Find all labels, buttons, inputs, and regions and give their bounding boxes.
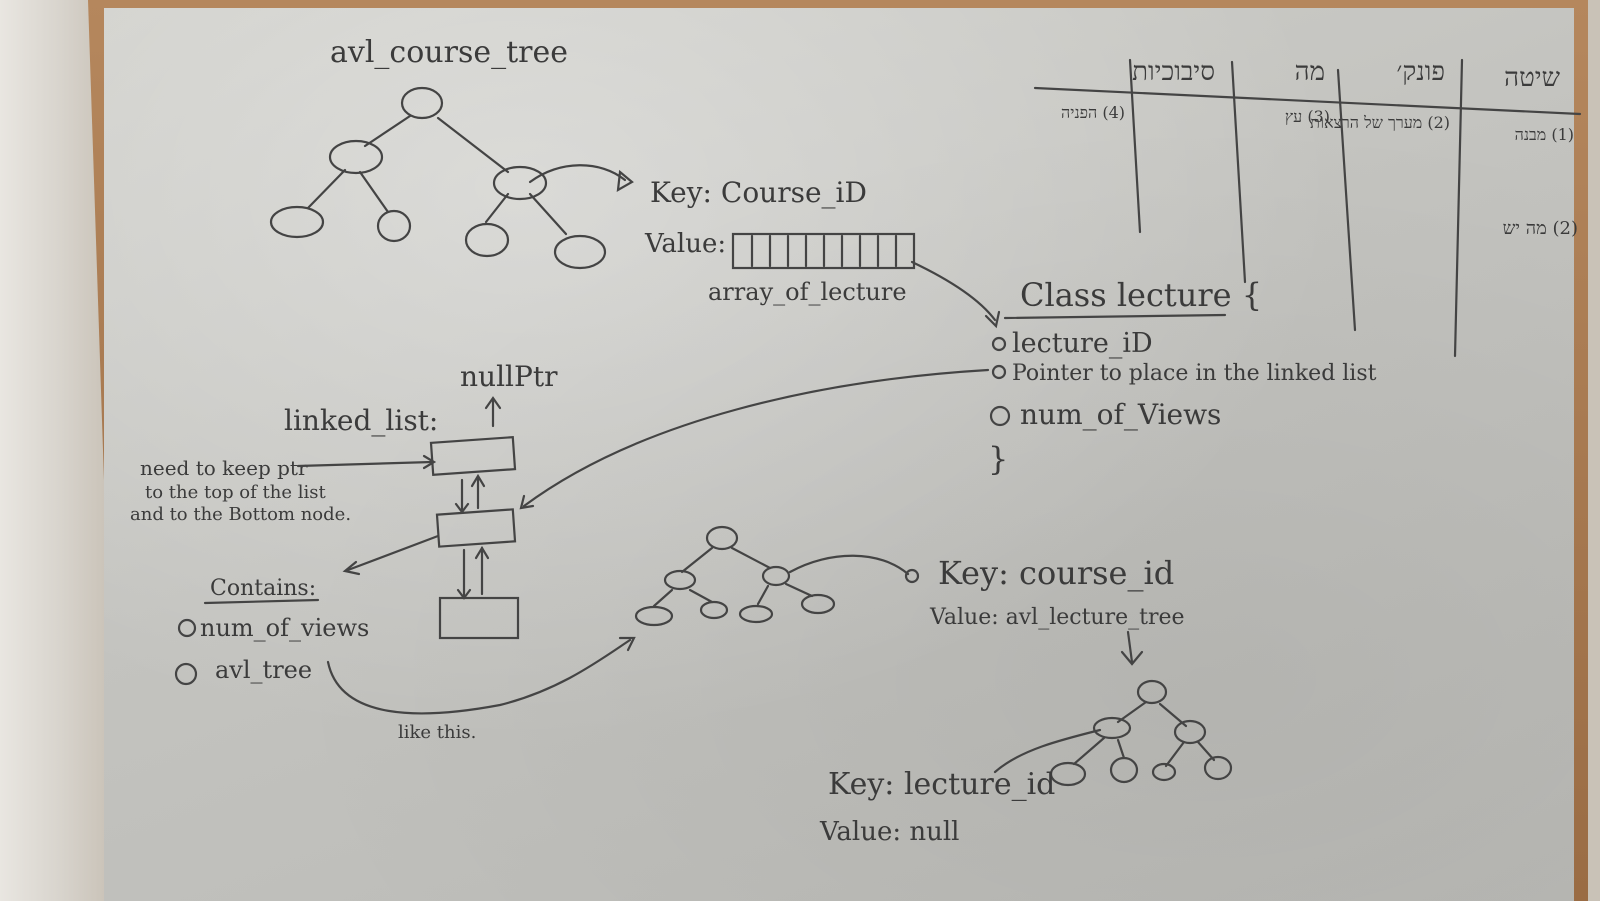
- lecture-field: Pointer to place in the linked list: [1012, 361, 1377, 386]
- tree-node: [1109, 756, 1139, 784]
- lecture-avl-tree: Key: lecture_id Value: null: [819, 679, 1233, 847]
- bullet-icon: [174, 662, 198, 686]
- array-label: array_of_lecture: [708, 278, 907, 306]
- contains-label: Contains:: [210, 576, 316, 601]
- linked-list-note: and to the Bottom node.: [130, 504, 351, 525]
- linked-list-note: need to keep ptr: [140, 456, 308, 480]
- tree-node: [738, 604, 774, 624]
- tree-node: [1203, 755, 1233, 781]
- tree-node: [663, 569, 697, 591]
- tree-node: [634, 605, 674, 627]
- tree-node: [761, 565, 791, 587]
- linked-list-title: linked_list:: [284, 404, 438, 437]
- views-value-label: Value: avl_lecture_tree: [929, 605, 1185, 630]
- linked-list-note: to the top of the list: [145, 482, 326, 503]
- tree-node: [1136, 679, 1168, 705]
- bullet-icon: [989, 405, 1011, 427]
- table-cell: (1) מבנה: [1515, 125, 1574, 144]
- lecture-class-close: }: [988, 440, 1008, 478]
- list-node: [438, 596, 520, 640]
- table-cell: (2) מערך של הרצאות: [1310, 113, 1450, 132]
- tree-node: [464, 222, 510, 258]
- like-this-label: like this.: [398, 722, 476, 743]
- lecture-field: num_of_Views: [1020, 398, 1221, 431]
- bullet-icon: [991, 336, 1007, 352]
- lecture-key-label: Key: lecture_id: [828, 767, 1055, 802]
- table-header: מה: [1295, 57, 1325, 87]
- table-header: פונק׳: [1396, 57, 1445, 87]
- course-value-label: Value:: [644, 229, 726, 259]
- views-key-label: Key: course_id: [938, 554, 1174, 592]
- tree-node: [1151, 762, 1177, 782]
- contains-item: num_of_views: [200, 614, 369, 642]
- table-header: שיטה: [1504, 63, 1560, 93]
- table-cell: (3) עץ: [1285, 107, 1330, 126]
- course-key-label: Key: Course_iD: [650, 176, 867, 209]
- tree-node: [800, 593, 836, 615]
- contains-item: avl_tree: [215, 656, 312, 684]
- avl-course-tree: avl_course_tree: [269, 35, 634, 270]
- avl-course-tree-title: avl_course_tree: [330, 35, 568, 70]
- array-cells: [750, 234, 898, 268]
- views-avl-tree: Key: course_id Value: avl_lecture_tree: [634, 525, 1185, 666]
- lecture-value-label: Value: null: [819, 817, 959, 847]
- list-node: [429, 436, 517, 476]
- bullet-icon: [991, 364, 1007, 380]
- tree-node: [492, 165, 548, 201]
- tree-node: [699, 600, 729, 620]
- table-header: סיבוכיות: [1132, 57, 1215, 87]
- whiteboard-surface: [104, 8, 1574, 901]
- lecture-class: Class lecture { lecture_iD Pointer to pl…: [988, 276, 1377, 478]
- linked-list: linked_list: nullPtr need to keep ptr to…: [130, 360, 990, 743]
- tree-node: [328, 139, 384, 175]
- lecture-array: [731, 232, 916, 270]
- tree-node: [705, 525, 739, 551]
- tree-node: [269, 205, 325, 239]
- tree-node: [1049, 761, 1087, 787]
- tree-node: [553, 234, 607, 270]
- tree-node: [1092, 716, 1132, 740]
- bullet-icon: [177, 618, 197, 638]
- tree-node: [376, 209, 412, 243]
- lecture-class-header: Class lecture {: [1020, 276, 1262, 314]
- lecture-field: lecture_iD: [1012, 328, 1153, 359]
- tree-node: [1173, 719, 1207, 745]
- hebrew-table: שיטה פונק׳ מה סיבוכיות (1) מבנה (2) מערך…: [1033, 57, 1582, 358]
- tree-node: [400, 86, 444, 120]
- null-ptr-label: nullPtr: [460, 360, 558, 393]
- course-key-value: Key: Course_iD Value: array_of_lecture: [644, 176, 1001, 329]
- list-node: [435, 508, 517, 548]
- table-cell: (2) מה יש: [1503, 218, 1578, 239]
- table-cell: (4) הפניה: [1061, 103, 1125, 122]
